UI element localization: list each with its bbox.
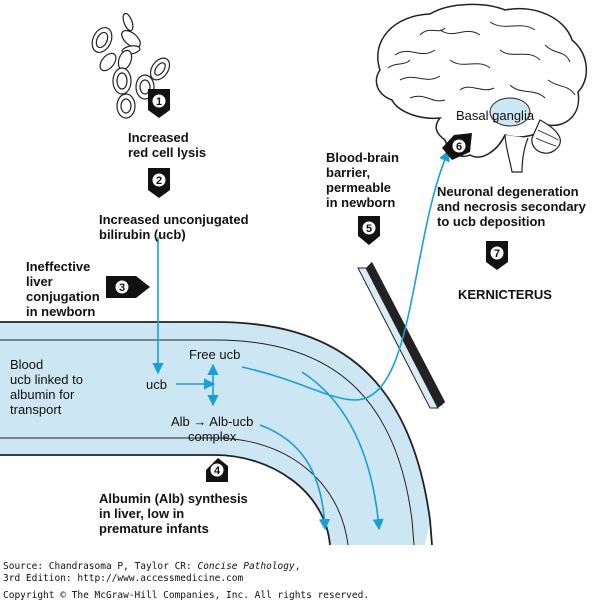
step-4-line-2: in liver, low in [99,506,185,521]
kernicterus-label: KERNICTERUS [458,287,552,302]
step-2-number: 2 [156,175,162,187]
source-credit: Source: Chandrasoma P, Taylor CR: Concis… [3,561,300,573]
alb-complex-line-2: complex [187,429,237,444]
neuronal-line-3: to ucb deposition [437,214,546,229]
step-1-line-2: red cell lysis [128,145,207,160]
step-4-label: Albumin (Alb) synthesis in liver, low in… [99,491,248,536]
step-2-line-1: Increased unconjugated [99,212,249,227]
free-ucb-label: Free ucb [189,347,241,362]
source-suffix: , [294,561,301,572]
step-5-label: Blood-brain barrier, permeable in newbor… [326,150,399,210]
step-2-label: Increased unconjugated bilirubin (ucb) [99,212,249,242]
step-5-line-1: Blood-brain [326,150,399,165]
alb-complex-label: Alb → Alb-ucb complex [171,414,253,444]
step-1-line-1: Increased [128,130,189,145]
step-number-badges: 1 2 3 4 5 6 7 [115,94,504,477]
step-7-number: 7 [494,248,500,260]
step-5-number: 5 [366,223,372,235]
copyright-notice: Copyright © The McGraw-Hill Companies, I… [3,590,370,601]
step-3-line-2: liver [26,274,53,289]
step-3-line-3: conjugation [26,289,100,304]
alb-complex-line-1: Alb → Alb-ucb [171,414,254,429]
arrow-free-ucb-to-brain [241,149,450,401]
neuronal-label: Neuronal degeneration and necrosis secon… [437,184,586,229]
red-cells-illustration [91,12,171,119]
blood-line-4: transport [10,402,62,417]
step-4-number: 4 [214,465,221,477]
step-2-line-2: bilirubin (ucb) [99,227,186,242]
flow-arrows [152,149,450,531]
source-edition: 3rd Edition: http://www.accessmedicine.c… [3,573,244,584]
step-3-label: Ineffective liver conjugation in newborn [26,259,100,319]
blood-brain-barrier-slab [357,262,445,409]
step-1-number: 1 [156,96,162,108]
step-3-line-1: Ineffective [26,259,91,274]
arrow-albumin-flow-2 [301,371,384,531]
ucb-label: ucb [146,377,167,392]
neuronal-line-2: and necrosis secondary [437,199,586,214]
source-title: Concise Pathology [197,561,295,572]
step-5-line-2: barrier, [326,165,371,180]
brain-illustration [375,3,588,173]
step-4-line-3: premature infants [99,521,209,536]
step-6-number: 6 [456,141,462,153]
blood-line-3: albumin for [10,387,75,402]
blood-line-2: ucb linked to [10,372,83,387]
step-5-line-4: in newborn [326,195,396,210]
step-3-number: 3 [119,282,125,294]
blood-label: Blood ucb linked to albumin for transpor… [10,357,83,417]
step-5-line-3: permeable [326,180,392,195]
step-4-line-1: Albumin (Alb) synthesis [99,491,248,506]
basal-ganglia-label: Basal ganglia [456,108,535,123]
step-1-label: Increased red cell lysis [128,130,206,160]
source-prefix: Source: Chandrasoma P, Taylor CR: [3,561,198,572]
neuronal-line-1: Neuronal degeneration [437,184,579,199]
arrow-albumin-flow-1 [259,424,331,531]
blood-line-1: Blood [10,357,44,372]
step-3-line-4: in newborn [26,304,96,319]
